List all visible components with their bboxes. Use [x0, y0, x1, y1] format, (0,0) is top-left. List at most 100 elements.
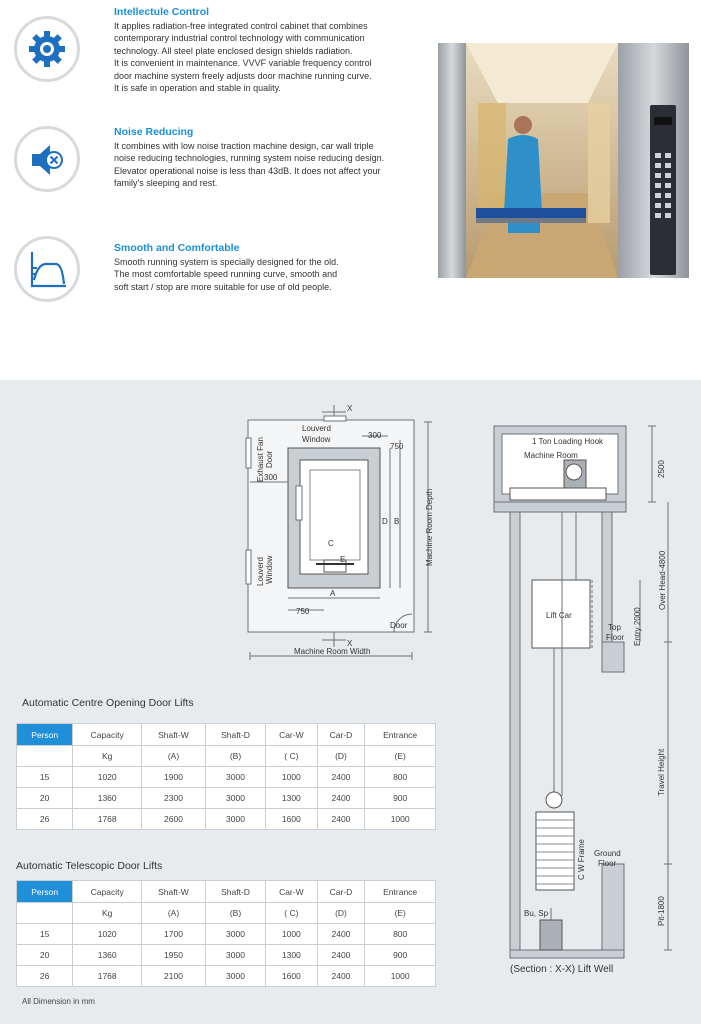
table-cell: 900	[364, 787, 436, 809]
plan-dim-300-left: 300	[264, 473, 278, 482]
table-cell: 1768	[72, 808, 143, 830]
table-header-row: Person Capacity Shaft-W Shaft-D Car-W Ca…	[15, 723, 436, 746]
header-cell: Shaft-W	[141, 723, 206, 746]
plan-louverd-window-left: Louverd	[256, 557, 265, 586]
speed-curve-icon	[14, 236, 80, 302]
table-cell: 1020	[72, 766, 143, 788]
table-cell: 15	[15, 923, 74, 945]
feature-title: Intellectule Control	[114, 6, 210, 18]
table-cell: 1000	[364, 808, 436, 830]
machine-room-plan: X X Louverd Window 300 750 Exhaust Fan D…	[245, 404, 434, 660]
feature-line: Elevator operational noise is less than …	[114, 165, 381, 176]
table-title-centre-opening: Automatic Centre Opening Door Lifts	[22, 697, 194, 709]
header-cell: Capacity	[72, 880, 143, 903]
unit-cell: ( C)	[265, 902, 318, 924]
unit-cell: ( C)	[265, 745, 318, 767]
feature-text: Smooth and Comfortable Smooth running sy…	[114, 242, 414, 293]
lift-well-section: 1 Ton Loading Hook Machine Room 2500 Lif…	[493, 425, 672, 975]
feature-line: It combines with low noise traction mach…	[114, 141, 374, 151]
unit-cell: Kg	[72, 745, 143, 767]
elevator-photo	[438, 43, 689, 278]
header-cell: Car-D	[316, 723, 366, 746]
plan-dim-300-top: 300	[368, 431, 382, 440]
feature-line: soft start / stop are more suitable for …	[114, 281, 332, 292]
table-row: 20 1360 2300 3000 1300 2400 900	[15, 787, 436, 809]
table-cell: 1768	[72, 965, 143, 987]
gear-icon	[14, 16, 80, 82]
table-cell: 2400	[316, 944, 366, 966]
header-cell: Shaft-D	[204, 880, 267, 903]
table-row: 15 1020 1700 3000 1000 2400 800	[15, 923, 436, 945]
unit-cell	[15, 902, 74, 924]
section-caption: (Section : X-X) Lift Well	[510, 964, 613, 975]
feature-text: Noise Reducing It combines with low nois…	[114, 126, 414, 190]
unit-cell: (E)	[364, 745, 436, 767]
table-cell: 1700	[141, 923, 206, 945]
section-pit: Pit-1800	[657, 896, 666, 926]
table-cell: 800	[364, 766, 436, 788]
table-cell: 3000	[204, 766, 267, 788]
table-cell: 2400	[316, 787, 366, 809]
table-cell: 3000	[204, 923, 267, 945]
table-cell: 26	[15, 808, 74, 830]
table-cell: 800	[364, 923, 436, 945]
table-cell: 1900	[141, 766, 206, 788]
section-travel-height: Travel Height	[657, 748, 666, 796]
header-cell: Person	[15, 880, 74, 903]
table-header-row: Person Capacity Shaft-W Shaft-D Car-W Ca…	[15, 880, 436, 903]
section-machine-room: Machine Room	[524, 451, 578, 460]
feature-text: Intellectule Control It applies radiatio…	[114, 6, 414, 94]
feature-line: It applies radiation-free integrated con…	[114, 21, 368, 31]
header-cell: Car-W	[265, 723, 318, 746]
feature-body: It applies radiation-free integrated con…	[114, 20, 414, 94]
section-lift-car: Lift Car	[546, 611, 572, 620]
unit-cell: (D)	[316, 902, 366, 924]
table-row: 15 1020 1900 3000 1000 2400 800	[15, 766, 436, 788]
plan-exhaust-fan: Exhaust Fan	[256, 437, 265, 482]
plan-c-label: C	[328, 539, 334, 548]
header-cell: Shaft-W	[141, 880, 206, 903]
table-cell: 900	[364, 944, 436, 966]
table-cell: 2100	[141, 965, 206, 987]
table-cell: 26	[15, 965, 74, 987]
plan-b-label: B	[394, 517, 399, 526]
table-cell: 15	[15, 766, 74, 788]
table-cell: 1000	[265, 923, 318, 945]
table-cell: 3000	[204, 965, 267, 987]
plan-door-label: Door	[390, 621, 408, 630]
plan-machine-room-depth: Machine Room Depth	[425, 489, 434, 566]
spec-table-centre-opening: Person Capacity Shaft-W Shaft-D Car-W Ca…	[15, 723, 436, 830]
section-loading-hook: 1 Ton Loading Hook	[532, 437, 604, 446]
header-cell: Car-D	[316, 880, 366, 903]
table-cell: 1020	[72, 923, 143, 945]
section-top-floor-2: Floor	[606, 633, 625, 642]
table-cell: 3000	[204, 787, 267, 809]
table-row: 26 1768 2100 3000 1600 2400 1000	[15, 965, 436, 987]
plan-exhaust-fan-door: Door	[265, 450, 274, 468]
table-units-row: Kg (A) (B) ( C) (D) (E)	[15, 902, 436, 924]
table-cell: 1300	[265, 787, 318, 809]
section-ground-floor: Ground	[594, 849, 621, 858]
plan-louverd-window-left-2: Window	[265, 555, 274, 584]
table-cell: 20	[15, 944, 74, 966]
dimension-note: All Dimension in mm	[22, 997, 95, 1006]
feature-line: It is convenient in maintenance. VVVF va…	[114, 58, 372, 69]
table-cell: 2400	[316, 766, 366, 788]
unit-cell	[15, 745, 74, 767]
header-cell: Capacity	[72, 723, 143, 746]
table-cell: 1950	[141, 944, 206, 966]
table-cell: 1360	[72, 944, 143, 966]
feature-line: contemporary industrial control technolo…	[114, 33, 365, 44]
table-units-row: Kg (A) (B) ( C) (D) (E)	[15, 745, 436, 767]
feature-body: It combines with low noise traction mach…	[114, 140, 414, 190]
feature-line: It is safe in operation and stable in qu…	[114, 83, 281, 94]
section-cw-frame: C W Frame	[577, 839, 586, 880]
header-cell: Entrance	[364, 880, 436, 903]
feature-line: door machine system freely adjusts door …	[114, 70, 372, 81]
feature-line: The most comfortable speed running curve…	[114, 269, 338, 280]
table-cell: 1000	[364, 965, 436, 987]
header-cell: Entrance	[364, 723, 436, 746]
table-cell: 3000	[204, 808, 267, 830]
section-dim-2500: 2500	[657, 460, 666, 478]
feature-line: noise reducing technologies, running sys…	[114, 153, 385, 164]
